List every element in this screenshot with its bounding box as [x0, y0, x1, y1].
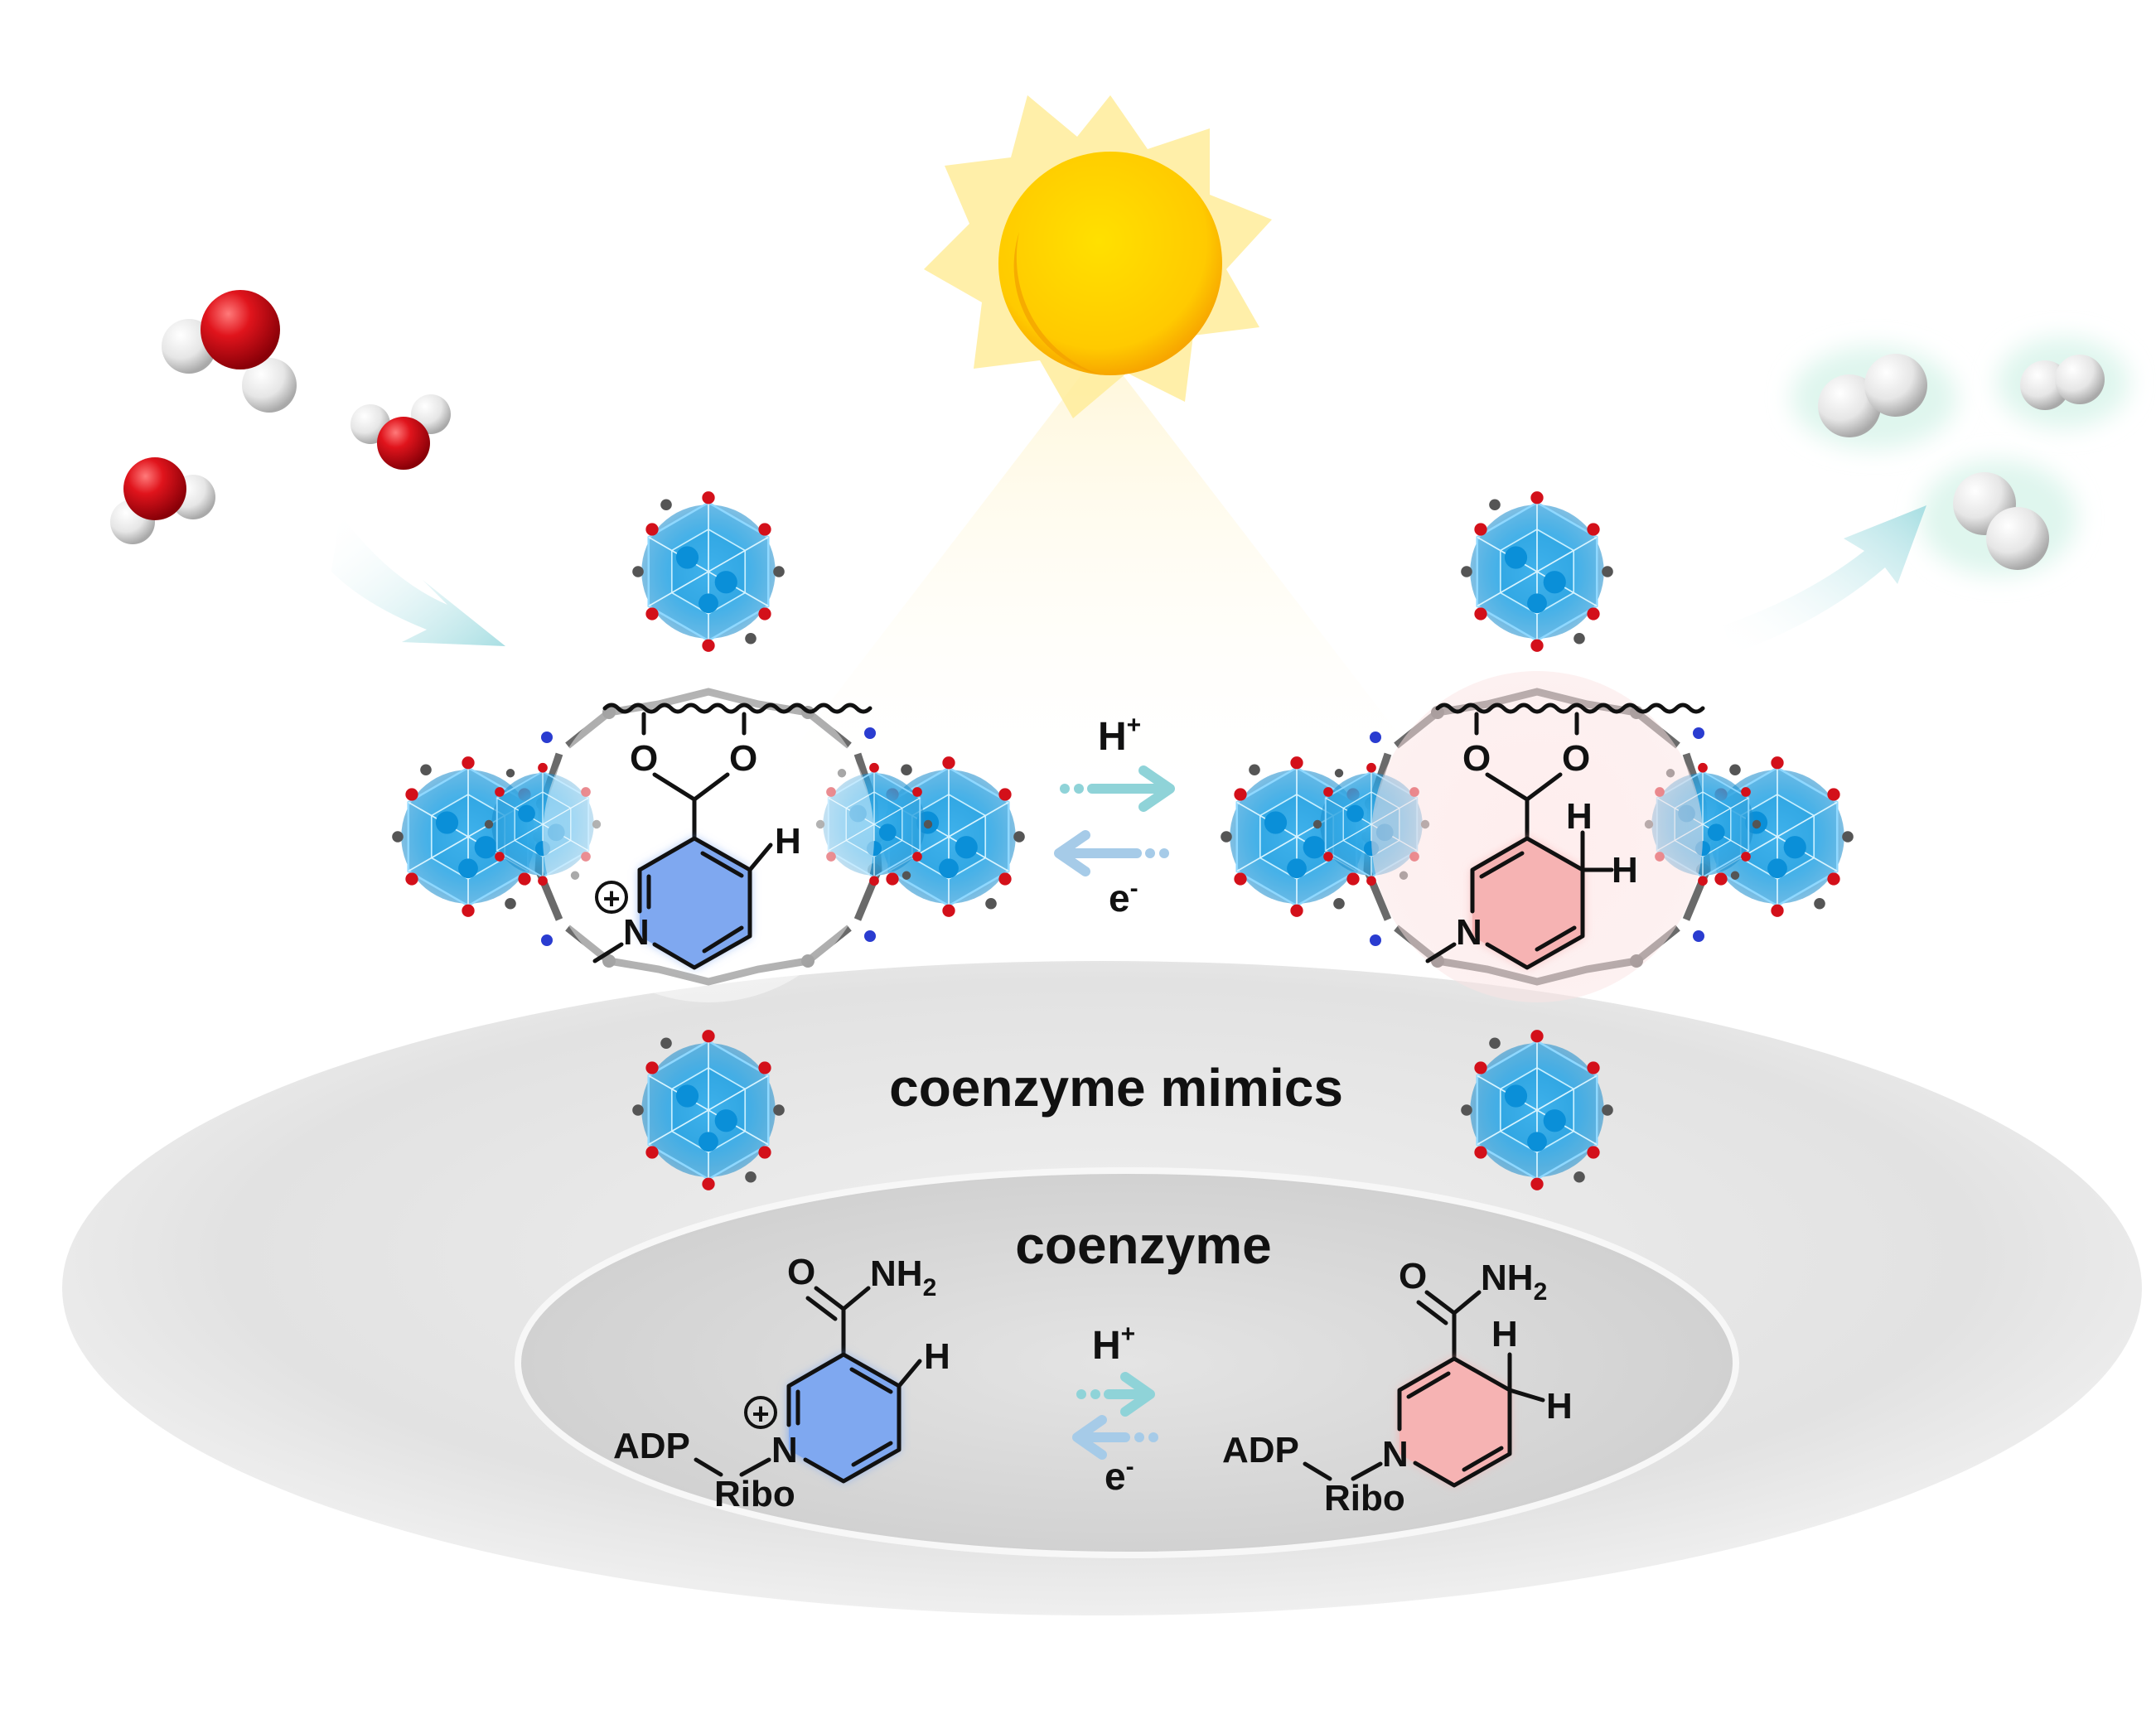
amide-oxygen: O	[1399, 1256, 1427, 1296]
adp-label: ADP	[1222, 1430, 1299, 1470]
mof-framework-icon	[1219, 490, 1855, 1192]
atom-hydrogen: H	[1491, 1314, 1518, 1354]
coenzyme-title: coenzyme	[1015, 1215, 1271, 1275]
nad-oxidized-structure: O NH2 H N + Ribo ADP	[613, 1252, 950, 1514]
ribo-label: Ribo	[1324, 1478, 1405, 1519]
mimic-redox-arrows: H+ e-	[1054, 712, 1175, 920]
amide-nh2: NH2	[870, 1253, 936, 1301]
pore	[1371, 671, 1703, 1002]
atom-hydrogen: H	[1612, 850, 1638, 891]
nad-reduced-structure: O NH2 H H N Ribo ADP	[1222, 1256, 1573, 1519]
mimic-reduced-structure: O O H H N	[1425, 703, 1705, 970]
water-molecule-icon	[110, 457, 215, 544]
hydrogen-molecule-icon	[1920, 460, 2077, 576]
atom-oxygen: O	[630, 738, 658, 779]
hydrogen-molecule-icon	[1791, 346, 1957, 449]
atom-nitrogen: N	[623, 912, 650, 953]
adp-label: ADP	[613, 1426, 690, 1466]
electron-label: e-	[1105, 1453, 1134, 1498]
atom-nitrogen: N	[1456, 912, 1482, 953]
atom-hydrogen: H	[1546, 1386, 1573, 1427]
flow-arrow-icon	[331, 514, 505, 646]
sun-icon	[924, 95, 1272, 418]
light-beam	[746, 348, 1458, 812]
positive-charge-sign: +	[752, 1397, 769, 1431]
flow-arrow-icon	[1723, 505, 1926, 654]
pore	[543, 671, 874, 1002]
atom-hydrogen: H	[924, 1336, 950, 1377]
atom-oxygen: O	[729, 738, 757, 779]
mimic-oxidized-structure: O O H N +	[592, 703, 873, 970]
atom-oxygen: O	[1562, 738, 1590, 779]
water-molecule-icon	[162, 290, 297, 413]
atom-nitrogen: N	[771, 1430, 798, 1470]
coenzyme-redox-arrows: H+ e-	[1072, 1321, 1158, 1498]
atom-oxygen: O	[1462, 738, 1491, 779]
positive-charge-icon	[595, 881, 628, 914]
atom-hydrogen: H	[775, 821, 801, 862]
atom-hydrogen: H	[1566, 796, 1593, 837]
amide-oxygen: O	[787, 1252, 815, 1292]
positive-charge-icon	[744, 1396, 777, 1429]
positive-charge-sign: +	[602, 881, 620, 915]
ribo-label: Ribo	[714, 1474, 795, 1514]
electron-label: e-	[1109, 875, 1138, 920]
atom-nitrogen: N	[1382, 1434, 1409, 1475]
proton-label: H+	[1092, 1321, 1135, 1368]
water-molecule-icon	[350, 394, 451, 470]
proton-label: H+	[1098, 712, 1141, 759]
hydrogen-molecule-icon	[1997, 337, 2129, 428]
amide-nh2: NH2	[1481, 1258, 1547, 1306]
coenzyme-mimics-title: coenzyme mimics	[889, 1058, 1343, 1118]
mof-framework-icon	[390, 490, 1027, 1192]
